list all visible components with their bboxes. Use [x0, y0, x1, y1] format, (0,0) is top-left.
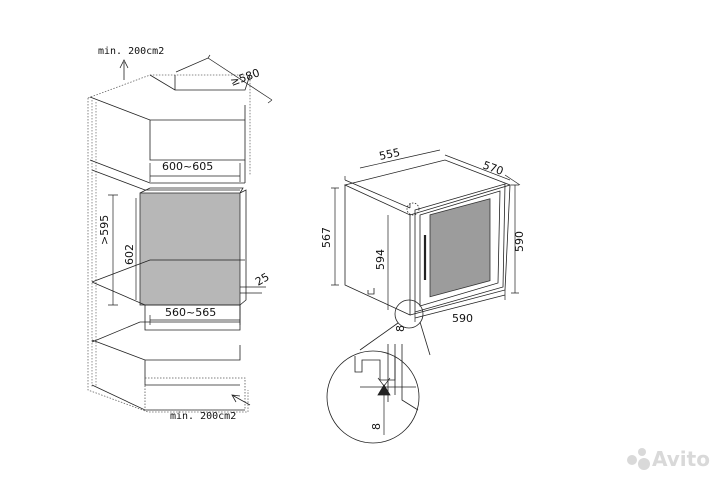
vent-bottom-label: min. 200cm2: [170, 411, 236, 422]
door-height-label: 602: [123, 244, 136, 265]
cabinet-niche-drawing: [87, 54, 273, 413]
left-height-label: 567: [320, 227, 333, 248]
bottom-depth-label: 590: [452, 312, 473, 325]
appliance-drawing: [326, 149, 521, 444]
door-height-label-right: 594: [374, 249, 387, 270]
gap-detail-label: 8: [370, 423, 383, 430]
depth-label: ≥580: [229, 66, 262, 89]
vent-top-label: min. 200cm2: [98, 46, 164, 57]
watermark-logo: Avito: [627, 447, 710, 471]
gap-small-label: 8: [394, 325, 407, 332]
width-label: 555: [378, 146, 401, 163]
width-range-label: 600~605: [162, 160, 213, 173]
watermark-text: Avito: [652, 447, 710, 471]
cavity-height-label: >595: [98, 215, 111, 245]
lower-width-label: 560~565: [165, 306, 216, 319]
front-height-label: 590: [513, 231, 526, 252]
offset-label: 25: [253, 270, 272, 288]
